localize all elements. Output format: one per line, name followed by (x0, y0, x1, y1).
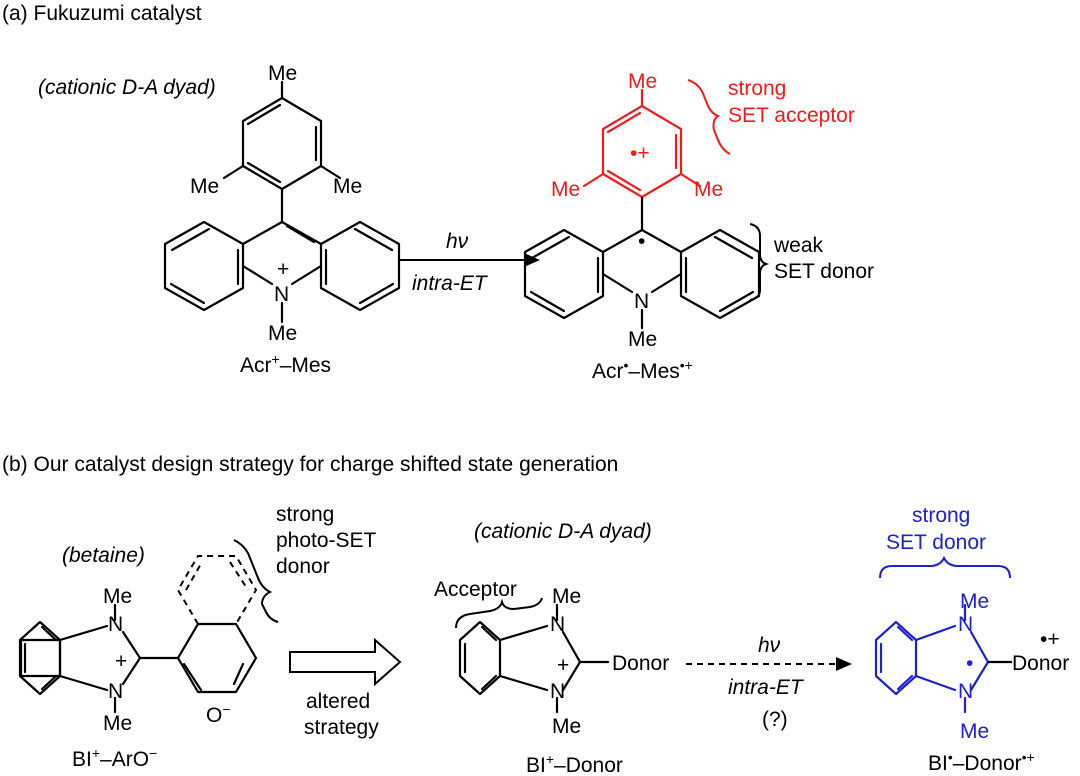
acceptor-brace-b (455, 597, 543, 629)
acr-mes-product-me-right: Me (694, 178, 723, 201)
photo-donor-brace (233, 539, 279, 623)
betaine-me-top: Me (103, 585, 132, 608)
panel-b-arrow-head (836, 657, 852, 671)
acr-mes-n: N (274, 283, 289, 306)
betaine-dashed-ring (176, 555, 258, 625)
bi-radical-structure (874, 603, 990, 714)
betaine-me-bottom: Me (103, 712, 132, 735)
bi-donor-name: BI+–Donor (526, 751, 623, 776)
bi-radical-me-top: Me (960, 590, 989, 613)
bi-donor-structure (458, 603, 610, 714)
strategy-line2: strategy (304, 716, 379, 739)
photo-note-line2: photo-SET (276, 529, 377, 552)
donor-note-line1: weak (773, 234, 824, 257)
acr-mes-product-n: N (634, 290, 649, 313)
acceptor-note-line1: strong (728, 77, 786, 100)
bi-radical-dot: • (966, 652, 973, 675)
bi-donor-n-top: N (550, 613, 565, 636)
betaine-structure (18, 603, 258, 714)
bi-radical-donor-charge: •+ (1040, 628, 1060, 651)
acr-mes-acridinium (163, 220, 401, 324)
acr-mes-product-mesityl (582, 88, 702, 199)
product-note-line2: SET donor (886, 531, 986, 554)
betaine-n-bottom: N (108, 680, 123, 703)
betaine-plus: + (115, 650, 127, 673)
acr-mes-me-top: Me (268, 62, 297, 85)
acr-mes-me-left: Me (190, 175, 219, 198)
panel-a-arrow-top: hν (446, 230, 469, 253)
acr-mes-product-radical-cation: •+ (630, 142, 650, 165)
acr-mes-product-me-n: Me (628, 328, 657, 351)
acr-mes-plus: + (277, 258, 289, 281)
donor-brace (749, 223, 770, 301)
panel-b-arrow-top: hν (758, 634, 781, 657)
betaine-oxide: O− (206, 701, 231, 727)
dyad-label-b: (cationic D-A dyad) (474, 520, 652, 543)
bi-radical-me-bottom: Me (960, 720, 989, 743)
acceptor-label: Acceptor (434, 578, 517, 601)
photo-note-line3: donor (276, 555, 330, 578)
acr-mes-mesityl (222, 80, 342, 224)
betaine-n-top: N (108, 613, 123, 636)
acr-mes-product-acridinyl (523, 228, 761, 330)
acr-mes-product-me-top: Me (628, 70, 657, 93)
bi-radical-n-bottom: N (958, 680, 973, 703)
acr-mes-me-n: Me (268, 322, 297, 345)
panel-a-dyad-label: (cationic D-A dyad) (38, 76, 216, 99)
panel-a-arrow-head (524, 253, 540, 267)
panel-a-arrow-bottom: intra-ET (412, 272, 489, 295)
strategy-block-arrow (289, 637, 402, 687)
betaine-name: BI+–ArO− (72, 745, 157, 771)
bi-donor-plus: + (557, 654, 569, 677)
product-brace (879, 555, 1011, 579)
panel-b-arrow-note: (?) (762, 708, 788, 731)
bi-radical-n-top: N (958, 613, 973, 636)
acceptor-brace (687, 79, 731, 155)
bi-donor-donor: Donor (612, 652, 669, 675)
acr-mes-product-me-left: Me (551, 178, 580, 201)
panel-b-arrow-bottom: intra-ET (728, 676, 805, 699)
acr-mes-me-right: Me (333, 175, 362, 198)
product-note-line1: strong (912, 504, 970, 527)
acceptor-note-line2: SET acceptor (728, 104, 855, 127)
bi-donor-me-bottom: Me (552, 715, 581, 738)
panel-b-heading: (b) Our catalyst design strategy for cha… (2, 453, 618, 476)
acr-mes-product-name: Acr•–Mes•+ (592, 357, 693, 383)
bi-donor-n-bottom: N (550, 680, 565, 703)
betaine-label: (betaine) (62, 544, 145, 567)
bi-radical-donor: Donor (1012, 652, 1069, 675)
panel-a-heading: (a) Fukuzumi catalyst (2, 2, 202, 25)
bi-donor-me-top: Me (552, 585, 581, 608)
acr-mes-product-radical: • (638, 230, 645, 253)
acr-mes-name: Acr+–Mes (240, 351, 331, 377)
photo-note-line1: strong (276, 503, 334, 526)
strategy-line1: altered (306, 690, 370, 713)
bi-radical-name: BI•–Donor•+ (928, 749, 1035, 775)
donor-note-line2: SET donor (774, 260, 874, 283)
